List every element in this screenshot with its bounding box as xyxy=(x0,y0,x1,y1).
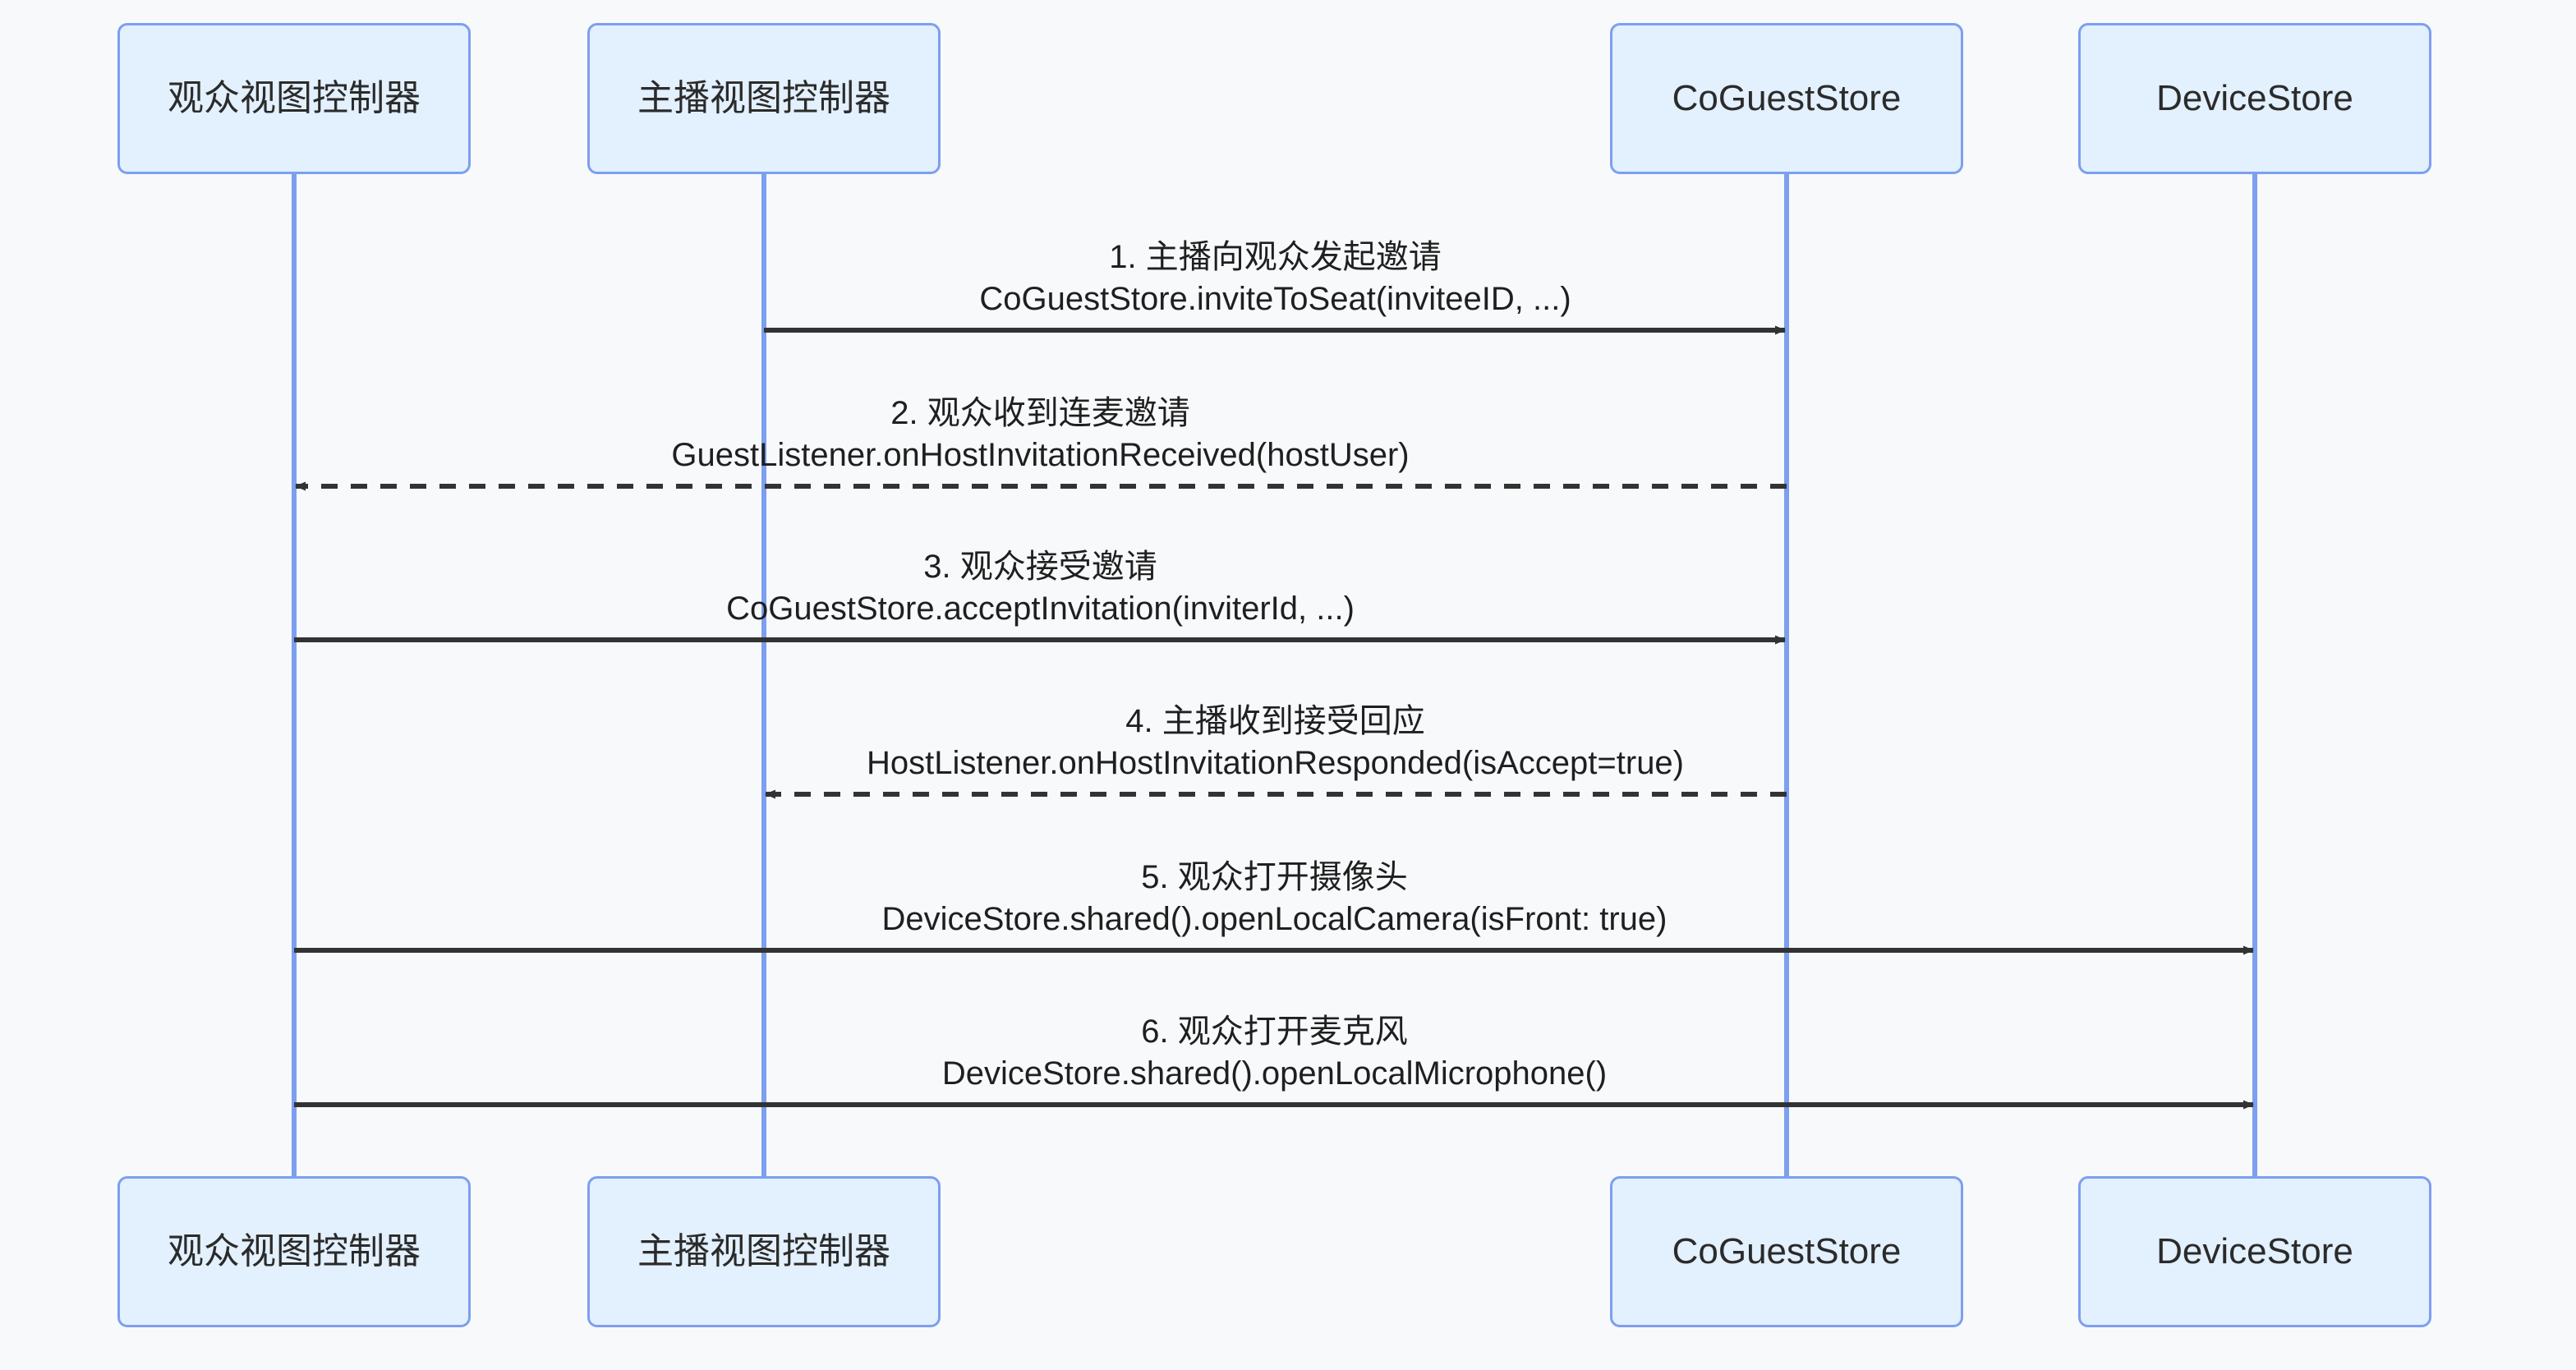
participant-label-audience-vc: 观众视图控制器 xyxy=(168,77,421,118)
participant-label-device-store: DeviceStore xyxy=(2156,1230,2353,1271)
arrows-group xyxy=(294,325,2254,1110)
lifelines-group xyxy=(292,174,2257,1176)
participant-box-coguest-store-bottom[interactable]: CoGuestStore xyxy=(1610,1176,1963,1327)
participant-box-audience-vc-bottom[interactable]: 观众视图控制器 xyxy=(117,1176,471,1327)
participant-label-coguest-store: CoGuestStore xyxy=(1672,1230,1902,1271)
participant-box-device-store-bottom[interactable]: DeviceStore xyxy=(2078,1176,2431,1327)
participant-box-audience-vc-top[interactable]: 观众视图控制器 xyxy=(117,23,471,174)
participant-label-host-vc: 主播视图控制器 xyxy=(637,1230,890,1271)
participant-box-host-vc-bottom[interactable]: 主播视图控制器 xyxy=(587,1176,941,1327)
participant-label-coguest-store: CoGuestStore xyxy=(1672,77,1902,118)
participant-label-audience-vc: 观众视图控制器 xyxy=(168,1230,421,1271)
participant-box-coguest-store-top[interactable]: CoGuestStore xyxy=(1610,23,1963,174)
participant-label-host-vc: 主播视图控制器 xyxy=(637,77,890,118)
participant-box-host-vc-top[interactable]: 主播视图控制器 xyxy=(587,23,941,174)
participant-box-device-store-top[interactable]: DeviceStore xyxy=(2078,23,2431,174)
participant-label-device-store: DeviceStore xyxy=(2156,77,2353,118)
